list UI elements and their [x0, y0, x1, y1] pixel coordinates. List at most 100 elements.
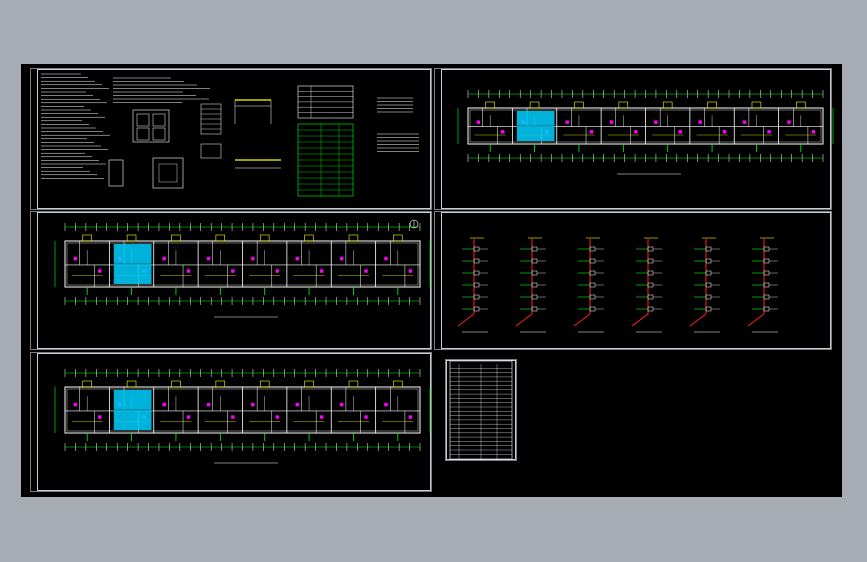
plan-lower-device: [231, 415, 235, 419]
riser-box: [589, 246, 596, 252]
plan-lower-balcony: [82, 380, 92, 388]
riser-box: [647, 270, 654, 276]
riser-box: [763, 270, 770, 276]
riser-box: [531, 246, 538, 252]
plan-middle-device: [275, 269, 279, 273]
riser-box: [647, 258, 654, 264]
sheet-floor-plan-middle[interactable]: [30, 211, 432, 350]
plan-upper-device: [767, 130, 771, 134]
plan-lower-device: [186, 415, 191, 419]
plan-lower-device: [275, 415, 279, 419]
plan-middle-device: [364, 269, 368, 273]
detail-panel-cell: [136, 113, 150, 127]
plan-upper-balcony: [662, 101, 673, 109]
plan-lower-device: [319, 415, 324, 419]
plan-middle-device: [73, 256, 78, 261]
riser-feed: [631, 313, 649, 327]
plan-lower-device: [384, 402, 388, 407]
plan-lower-device: [408, 415, 413, 419]
plan-upper-balcony: [707, 101, 717, 109]
plan-middle-device: [295, 256, 299, 261]
riser-box: [647, 306, 654, 312]
detail-panel-box: [132, 109, 170, 143]
riser-box: [589, 258, 596, 264]
plan-middle-device: [408, 269, 413, 273]
plan-middle-balcony: [259, 234, 270, 242]
plan-lower-balcony: [393, 380, 403, 388]
plan-middle-device: [339, 256, 344, 261]
riser-box: [589, 282, 596, 288]
riser-box: [705, 246, 712, 252]
plan-upper-device: [742, 120, 747, 124]
plan-upper-device: [589, 130, 594, 134]
sheet-equipment-schedule[interactable]: [445, 359, 517, 461]
riser-box: [473, 282, 480, 288]
plan-middle-balcony: [215, 234, 226, 242]
plan-upper-device: [634, 130, 638, 134]
plan-upper-device: [501, 130, 505, 134]
riser-feed: [457, 313, 475, 327]
plan-lower-device: [98, 415, 102, 419]
plan-upper-device: [654, 120, 658, 124]
detail-panel-cell: [152, 113, 166, 127]
riser-box: [647, 294, 654, 300]
plan-lower-balcony: [348, 380, 359, 388]
plan-middle-device: [251, 256, 255, 261]
plan-middle-device: [98, 269, 102, 273]
riser-box: [531, 294, 538, 300]
riser-box: [647, 246, 654, 252]
plan-middle-device: [162, 256, 166, 261]
plan-upper-device: [565, 120, 569, 124]
plan-lower-device: [206, 402, 211, 407]
plan-middle-device: [206, 256, 211, 261]
cad-linework: [41, 73, 834, 464]
plan-lower-balcony: [215, 380, 226, 388]
plan-middle-balcony: [171, 234, 181, 242]
plan-upper-balcony: [618, 101, 629, 109]
riser-box: [647, 282, 654, 288]
riser-feed: [747, 313, 765, 327]
riser-box: [531, 282, 538, 288]
riser-box: [589, 294, 596, 300]
riser-box: [763, 258, 770, 264]
riser-box: [473, 270, 480, 276]
riser-box: [705, 258, 712, 264]
plan-middle-balcony: [82, 234, 92, 242]
plan-lower-balcony: [304, 380, 314, 388]
plan-middle-balcony: [304, 234, 314, 242]
plan-lower-device: [73, 402, 78, 407]
riser-feed: [689, 313, 707, 327]
riser-box: [589, 306, 596, 312]
plan-upper-device: [609, 120, 614, 124]
plan-upper-device: [678, 130, 682, 134]
plan-upper-balcony: [796, 101, 806, 109]
plan-middle-balcony: [393, 234, 403, 242]
sheet-riser-diagrams[interactable]: [434, 211, 832, 350]
riser-box: [531, 258, 538, 264]
plan-upper-device: [476, 120, 481, 124]
plan-upper-device: [698, 120, 702, 124]
riser-box: [763, 246, 770, 252]
plan-lower-device: [162, 402, 166, 407]
riser-box: [763, 306, 770, 312]
sheet-design-notes[interactable]: [30, 68, 432, 210]
plan-lower-device: [251, 402, 255, 407]
sheet-floor-plan-lower[interactable]: [30, 352, 432, 492]
plan-lower-device: [339, 402, 344, 407]
plan-lower-balcony: [126, 380, 137, 388]
riser-box: [705, 294, 712, 300]
detail-panel-cell: [152, 127, 166, 141]
plan-upper-device: [787, 120, 791, 124]
legend-small-2: [200, 143, 222, 159]
sheet-floor-plan-upper[interactable]: [434, 68, 832, 210]
riser-box: [763, 294, 770, 300]
riser-box: [473, 294, 480, 300]
plan-upper-device: [722, 130, 727, 134]
detail-box-front: [152, 157, 184, 189]
plan-lower-balcony: [171, 380, 181, 388]
riser-box: [705, 270, 712, 276]
plan-lower-device: [364, 415, 368, 419]
riser-box: [705, 282, 712, 288]
plan-middle-device: [319, 269, 324, 273]
plan-upper-balcony: [574, 101, 584, 109]
